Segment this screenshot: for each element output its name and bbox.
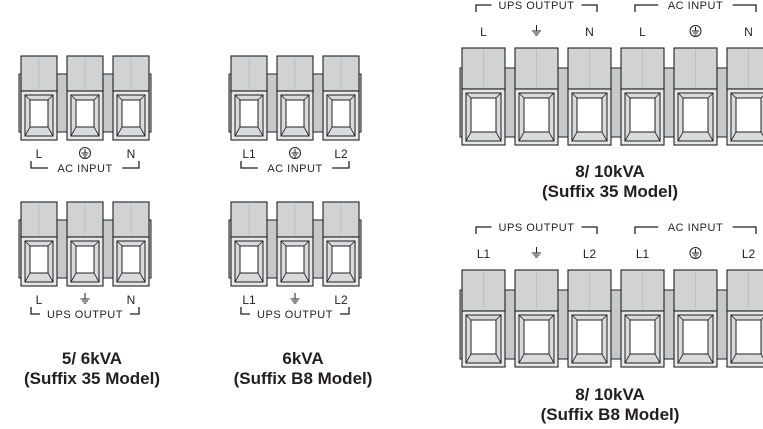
ground-icon [532,247,541,258]
caption-model: (Suffix B8 Model) [540,405,680,424]
terminal-2 [276,55,314,141]
terminal-3 [567,47,612,146]
terminal-label: L2 [742,247,756,261]
caption-rating: 5/ 6kVA [61,349,123,368]
block2-input-panel: L1 L2 AC INPUT [228,55,362,175]
terminal-3 [112,201,150,287]
terminal-label: L2 [334,147,348,161]
ground-icon [532,25,541,36]
protective-earth-icon [689,25,702,37]
terminal-label: L [36,147,43,161]
block-caption: 5/ 6kVA(Suffix 35 Model) [2,349,182,389]
group-bracket: UPS OUTPUT [30,307,140,321]
block1-output-panel: L N UPS OUTPUT [18,201,152,321]
terminal-label: L2 [583,247,597,261]
group-bracket: AC INPUT [634,222,757,234]
protective-earth-icon [689,247,702,259]
block-caption: 8/ 10kVA(Suffix 35 Model) [505,162,715,202]
terminal-2 [66,201,104,287]
group-bracket: UPS OUTPUT [475,222,598,234]
terminal-3 [322,201,360,287]
terminal-2 [514,269,559,368]
caption-rating: 8/ 10kVA [575,385,645,404]
terminal-3 [567,269,612,368]
caption-model: (Suffix 35 Model) [541,182,678,201]
terminal-3 [322,55,360,141]
terminal-2 [276,201,314,287]
group-label: AC INPUT [267,163,322,175]
group-label: UPS OUTPUT [257,309,333,321]
block-caption: 8/ 10kVA(Suffix B8 Model) [505,385,715,425]
terminal-5 [673,47,718,146]
terminal-1 [461,47,506,146]
block4-panel: L1 L2 L1 L2 UPS OUTPUT AC INPUT [459,222,763,368]
terminal-label: N [585,25,594,39]
caption-model: (Suffix 35 Model) [23,369,160,388]
terminal-2 [66,55,104,141]
terminal-4 [620,47,665,146]
protective-earth-icon [79,147,91,159]
ground-icon [80,293,90,304]
terminal-label: L [480,25,487,39]
terminal-1 [230,55,268,141]
terminal-6 [726,47,763,146]
group-bracket: AC INPUT [634,0,757,12]
terminal-label: L1 [242,293,256,307]
terminal-label: L1 [242,147,256,161]
group-label: UPS OUTPUT [47,309,123,321]
caption-model: (Suffix B8 Model) [233,369,373,388]
terminal-label: L2 [334,293,348,307]
terminal-3 [112,55,150,141]
terminal-1 [230,201,268,287]
terminal-1 [20,55,58,141]
group-bracket: UPS OUTPUT [475,0,598,12]
terminal-1 [20,201,58,287]
terminal-4 [620,269,665,368]
group-label: UPS OUTPUT [499,0,575,12]
group-label: UPS OUTPUT [499,222,575,234]
terminal-5 [673,269,718,368]
terminal-label: N [744,25,753,39]
ground-icon [290,293,300,304]
terminal-label: N [127,147,136,161]
group-label: AC INPUT [57,163,112,175]
group-bracket: AC INPUT [30,161,140,175]
terminal-1 [461,269,506,368]
terminal-label: N [127,293,136,307]
caption-rating: 8/ 10kVA [575,162,645,181]
protective-earth-icon [289,147,301,159]
group-bracket: AC INPUT [240,161,350,175]
terminal-label: L [36,293,43,307]
terminal-6 [726,269,763,368]
terminal-label: L1 [636,247,650,261]
block-caption: 6kVA(Suffix B8 Model) [213,349,393,389]
terminal-label: L1 [477,247,491,261]
block1-input-panel: L N AC INPUT [18,55,152,175]
group-label: AC INPUT [668,222,723,234]
terminal-label: L [639,25,646,39]
block3-panel: L N L N UPS OUTPUT AC INPUT [459,0,763,146]
caption-rating: 6kVA [282,349,324,368]
group-label: AC INPUT [668,0,723,12]
terminal-2 [514,47,559,146]
group-bracket: UPS OUTPUT [240,307,350,321]
